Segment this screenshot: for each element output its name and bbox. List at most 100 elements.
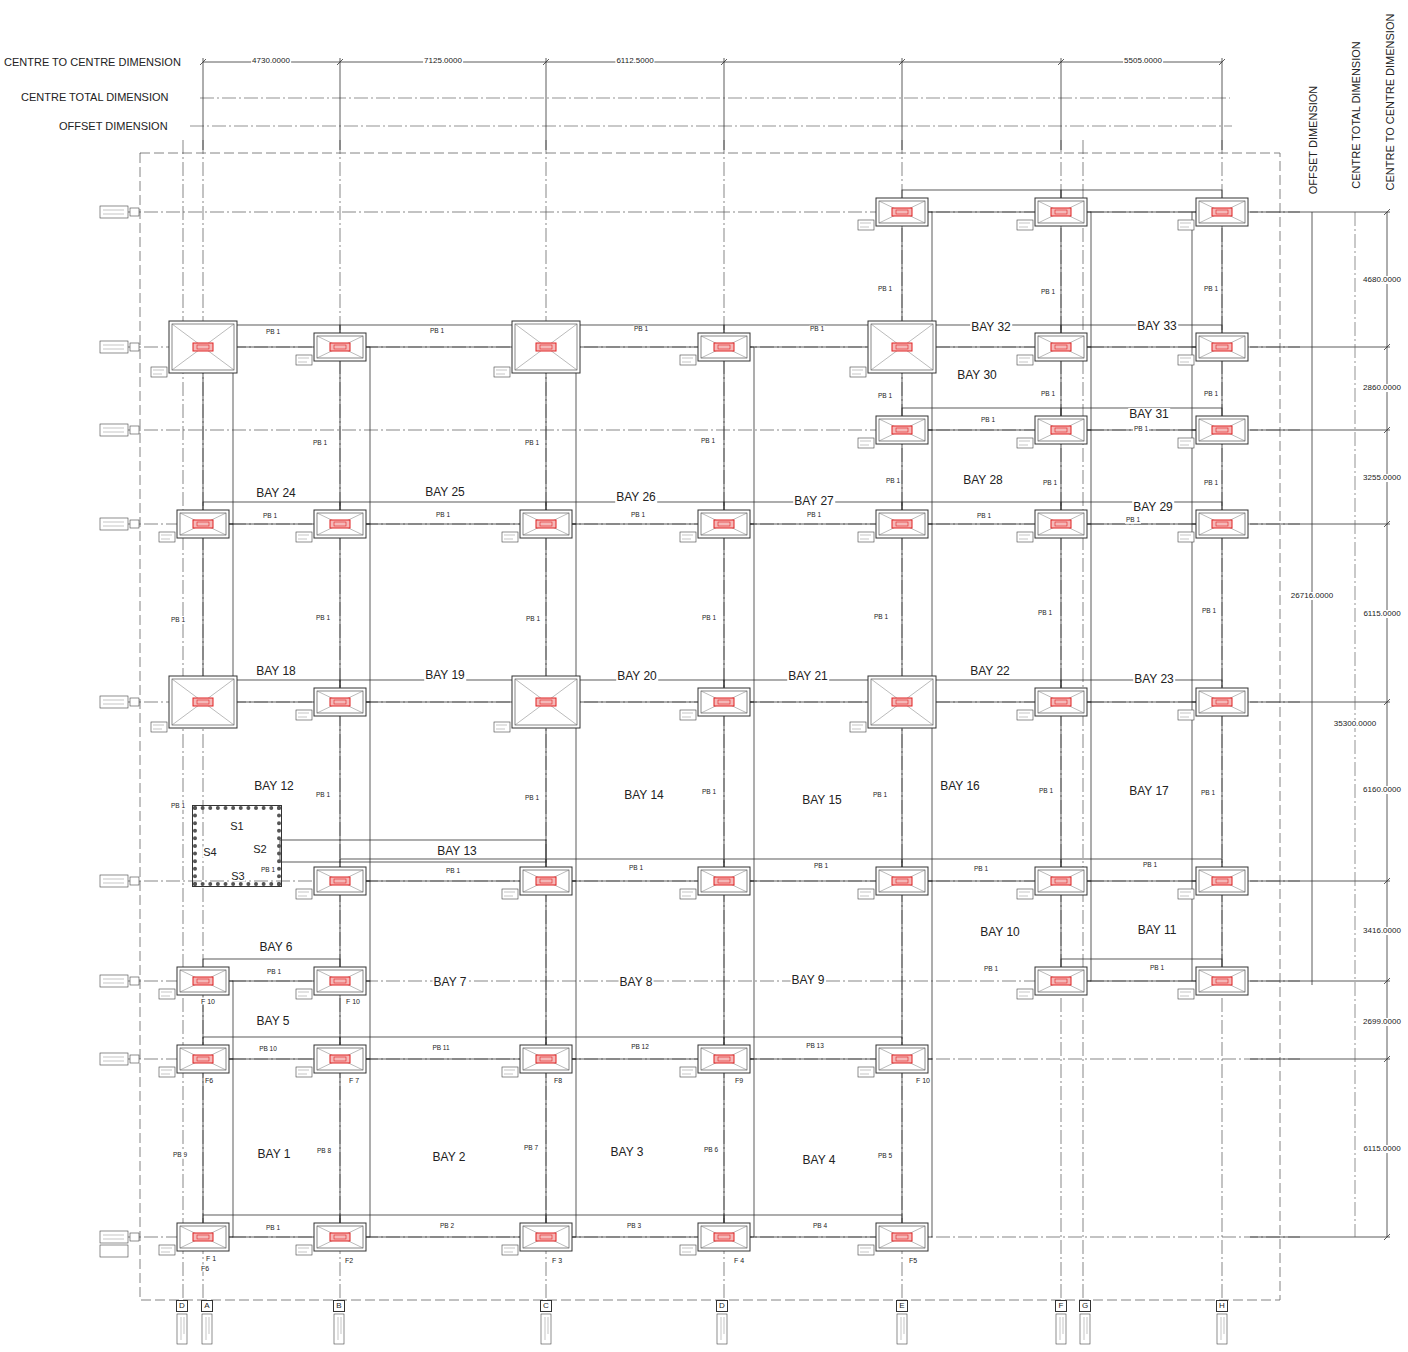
- drawing-line: [682, 362, 691, 363]
- drawing-rect: [546, 347, 576, 524]
- beam-label: PB 1: [806, 512, 822, 519]
- drawing-rect: [340, 1037, 546, 1059]
- panel-label: S3: [230, 871, 245, 882]
- drawing-line: [1180, 539, 1189, 540]
- drawing-line: [504, 1074, 513, 1075]
- beam-label: PB 1: [872, 792, 888, 799]
- drawing-line: [103, 1061, 124, 1062]
- grid-letter: B: [336, 1302, 341, 1310]
- bay-label: BAY 10: [979, 926, 1021, 938]
- drawing-line: [1038, 870, 1084, 892]
- drawing-line: [1180, 717, 1189, 718]
- drawing-rect: [868, 321, 936, 373]
- drawing-rect: [100, 1231, 128, 1243]
- drawing-rect: [1038, 691, 1084, 713]
- drawing-rect: [296, 989, 312, 999]
- drawing-line: [1199, 870, 1245, 892]
- drawing-rect: [892, 343, 912, 351]
- grid-letter: E: [899, 1302, 904, 1310]
- drawing-line: [879, 513, 925, 535]
- drawing-rect: [1178, 532, 1194, 542]
- drawing-line: [1084, 1317, 1085, 1340]
- drawing-rect: [680, 1067, 696, 1077]
- bay-label: BAY 1: [257, 1148, 292, 1160]
- bay-label: BAY 8: [619, 976, 654, 988]
- drawing-rect: [169, 676, 237, 728]
- drawing-line: [879, 870, 925, 892]
- drawing-rect: [879, 1226, 925, 1248]
- drawing-rect: [314, 967, 366, 995]
- drawing-rect: [896, 1235, 908, 1239]
- footing-label: F6: [200, 1265, 210, 1272]
- drawing-line: [879, 1048, 925, 1070]
- drawing-rect: [280, 840, 546, 862]
- drawing-line: [1019, 445, 1028, 446]
- beam-label: PB 1: [701, 789, 717, 796]
- drawing-rect: [1212, 208, 1232, 216]
- drawing-line: [1063, 1317, 1064, 1334]
- drawing-rect: [536, 520, 556, 528]
- drawing-rect: [680, 889, 696, 899]
- drawing-rect: [536, 1233, 556, 1241]
- beam-label: PB 1: [1133, 426, 1149, 433]
- drawing-rect: [159, 532, 175, 542]
- drawing-line: [298, 362, 307, 363]
- drawing-rect: [100, 206, 128, 218]
- dimension-lines: [190, 58, 1390, 1240]
- dimension-heading: OFFSET DIMENSION: [58, 121, 169, 132]
- drawing-line: [161, 1074, 170, 1075]
- beam-label: PB 1: [265, 329, 281, 336]
- drawing-rect: [1196, 967, 1248, 995]
- drawing-rect: [296, 1245, 312, 1255]
- drawing-rect: [197, 700, 209, 704]
- drawing-rect: [317, 1226, 363, 1248]
- drawing-line: [200, 59, 206, 65]
- drawing-rect: [330, 877, 350, 885]
- drawing-rect: [1051, 426, 1071, 434]
- drawing-line: [879, 419, 925, 441]
- drawing-rect: [1055, 979, 1067, 983]
- drawing-line: [298, 717, 307, 718]
- drawing-rect: [1212, 426, 1232, 434]
- drawing-rect: [193, 520, 213, 528]
- drawing-rect: [540, 1057, 552, 1061]
- drawing-rect: [546, 702, 576, 881]
- bay-label: BAY 3: [610, 1146, 645, 1158]
- drawing-rect: [1038, 513, 1084, 535]
- drawing-rect: [876, 416, 928, 444]
- beam-label: PB 1: [312, 440, 328, 447]
- beam-label: PB 1: [266, 969, 282, 976]
- drawing-rect: [197, 1057, 209, 1061]
- drawing-rect: [1212, 698, 1232, 706]
- drawing-line: [1038, 513, 1084, 535]
- drawing-rect: [724, 1215, 902, 1237]
- drawing-rect: [515, 324, 577, 370]
- bay-label: BAY 24: [255, 487, 297, 499]
- drawing-rect: [515, 679, 577, 725]
- drawing-rect: [902, 524, 932, 702]
- drawing-line: [103, 1057, 124, 1058]
- drawing-line: [1061, 58, 1062, 150]
- drawing-rect: [296, 532, 312, 542]
- drawing-rect: [718, 1057, 730, 1061]
- drawing-rect: [494, 722, 510, 732]
- drawing-rect: [203, 347, 233, 524]
- grid-bubble: E: [896, 1300, 908, 1312]
- dimension-value: 6112.5000: [615, 57, 654, 65]
- drawing-line: [340, 58, 341, 150]
- drawing-rect: [1061, 524, 1091, 702]
- beam-label: PB 13: [805, 1043, 825, 1050]
- drawing-rect: [546, 881, 576, 1059]
- beam-label: PB 1: [813, 863, 829, 870]
- drawing-rect: [100, 975, 128, 987]
- drawing-rect: [523, 513, 569, 535]
- drawing-line: [701, 1226, 747, 1248]
- drawing-line: [103, 210, 124, 211]
- drawing-line: [523, 1226, 569, 1248]
- drawing-rect: [1035, 510, 1087, 538]
- drawing-line: [1038, 336, 1084, 358]
- drawing-rect: [100, 696, 128, 708]
- bay-label: BAY 9: [791, 974, 826, 986]
- drawing-rect: [193, 343, 213, 351]
- drawing-rect: [197, 979, 209, 983]
